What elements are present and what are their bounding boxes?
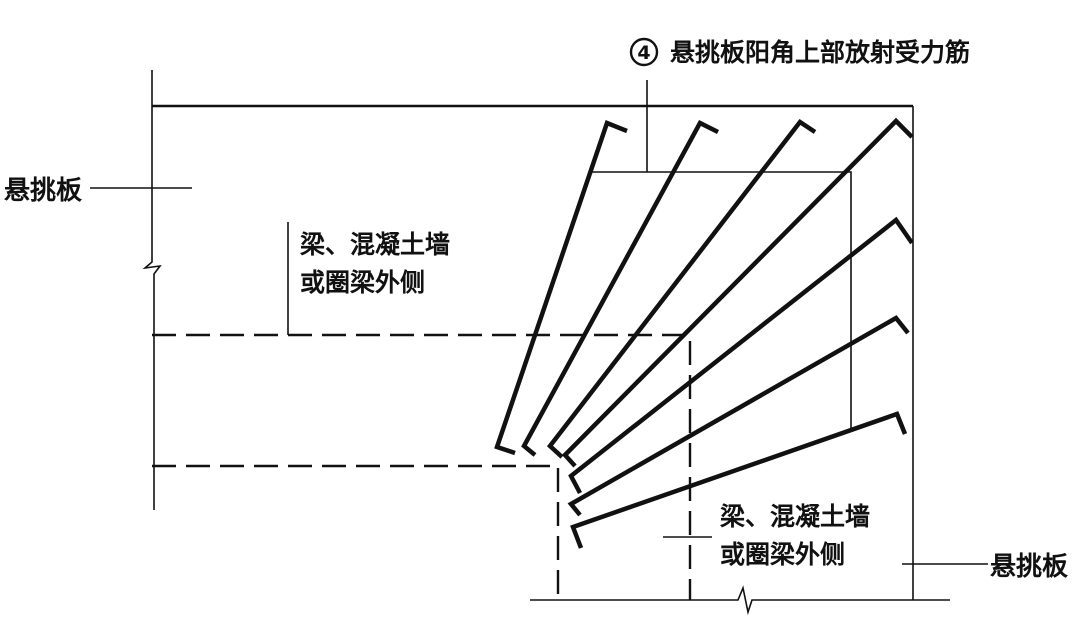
beam-left-line2: 或圈梁外侧 bbox=[300, 268, 425, 297]
slab-label-left: 悬挑板 bbox=[4, 176, 192, 206]
title-callout: 4 悬挑板阳角上部放射受力筋 bbox=[629, 37, 970, 67]
radial-rebars bbox=[494, 117, 914, 549]
beam-outline-dashed bbox=[152, 333, 692, 600]
beam-right-line2: 或圈梁外侧 bbox=[720, 540, 845, 569]
rebar-5 bbox=[568, 216, 914, 495]
beam-left-line1: 梁、混凝土墙 bbox=[299, 230, 450, 259]
title-text: 悬挑板阳角上部放射受力筋 bbox=[670, 38, 970, 67]
callout-number: 4 bbox=[637, 42, 650, 64]
beam-right-line1: 梁、混凝土墙 bbox=[719, 502, 870, 531]
rebar-6 bbox=[567, 315, 910, 517]
slab-left-text: 悬挑板 bbox=[4, 176, 82, 206]
rebar-4 bbox=[561, 117, 914, 468]
beam-label-left: 梁、混凝土墙 或圈梁外侧 bbox=[287, 222, 450, 335]
slab-outline bbox=[142, 70, 950, 616]
rebar-1 bbox=[494, 120, 628, 456]
rebar-3 bbox=[546, 118, 817, 459]
rebar-2 bbox=[521, 120, 720, 457]
slab-label-right: 悬挑板 bbox=[902, 552, 1068, 582]
beam-label-right: 梁、混凝土墙 或圈梁外侧 bbox=[663, 502, 870, 569]
slab-right-text: 悬挑板 bbox=[990, 552, 1068, 582]
rebar-7 bbox=[570, 411, 908, 549]
